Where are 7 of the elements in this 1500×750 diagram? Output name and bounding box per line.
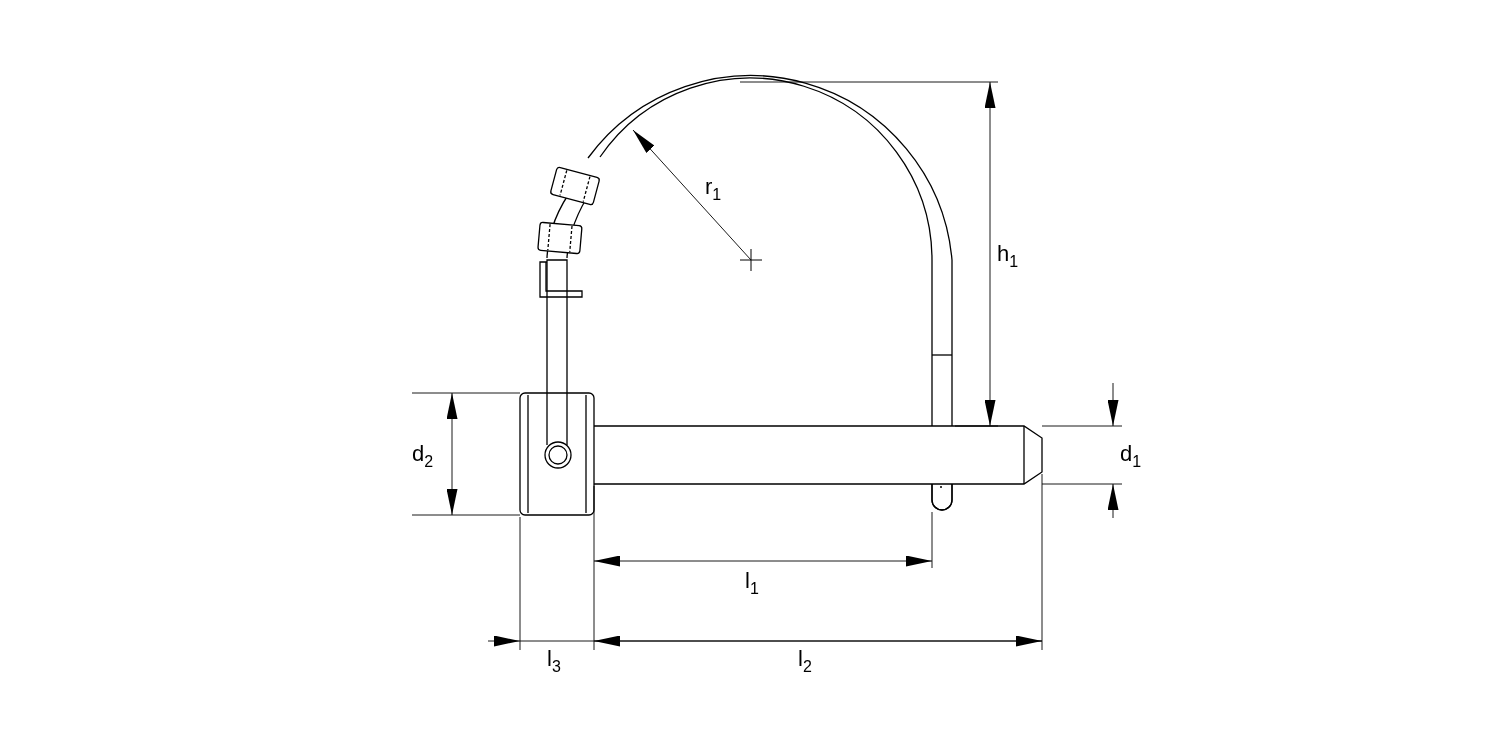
dimension-label: d$_{1}$	[1120, 443, 1142, 470]
dimension-label: d$_{2}$	[412, 443, 434, 470]
dimension-label: r$_{1}$	[705, 176, 722, 203]
dimension-label: h$_{1}$	[997, 243, 1019, 270]
dimension-label: l$_{2}$	[798, 648, 812, 675]
dimension-label: l$_{3}$	[547, 648, 561, 675]
dimension-label: l$_{1}$	[745, 570, 759, 597]
